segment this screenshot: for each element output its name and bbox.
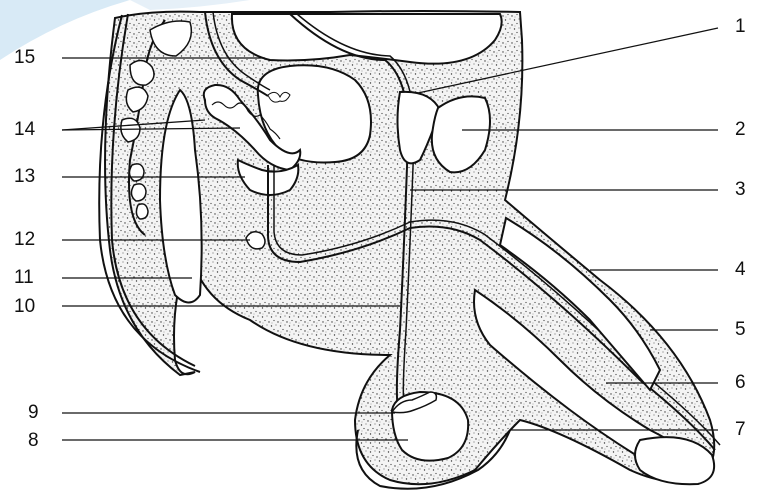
top-accent (130, 0, 250, 10)
label-1: 1 (735, 16, 746, 38)
label-2: 2 (735, 119, 746, 141)
rectum-fold-e (136, 204, 148, 219)
label-12: 12 (14, 229, 35, 251)
label-9: 9 (28, 402, 39, 424)
label-7: 7 (735, 419, 746, 441)
label-14: 14 (14, 119, 35, 141)
label-8: 8 (28, 430, 39, 452)
label-10: 10 (14, 296, 35, 318)
rectum-fold-b (121, 118, 140, 142)
rectum-fold-d (131, 184, 146, 201)
label-15: 15 (14, 47, 35, 69)
label-4: 4 (735, 259, 746, 281)
label-13: 13 (14, 166, 35, 188)
pelvic-cavity (232, 14, 502, 64)
label-3: 3 (735, 179, 746, 201)
label-11: 11 (14, 267, 34, 289)
label-5: 5 (735, 319, 746, 341)
rectum-fold-c (129, 164, 144, 181)
label-6: 6 (735, 372, 746, 394)
